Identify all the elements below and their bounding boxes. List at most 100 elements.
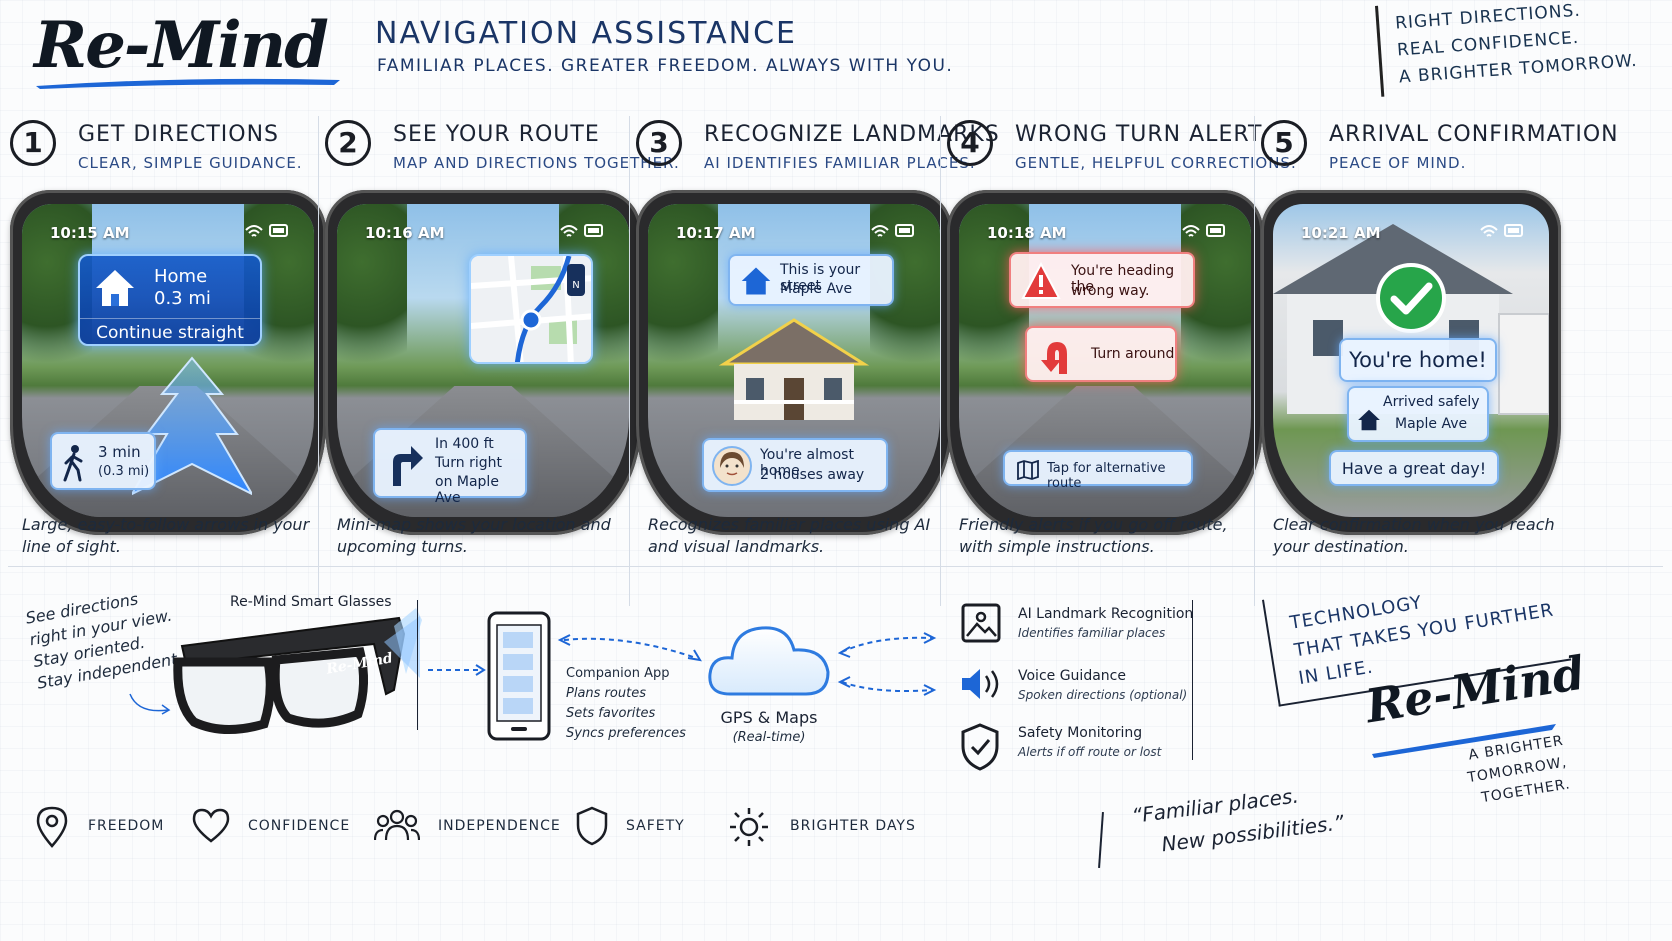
page-title: NAVIGATION ASSISTANCE (375, 16, 797, 51)
companion-title: Companion App (566, 666, 670, 681)
vertical-divider (1192, 600, 1193, 760)
street-line-1: This is your street (780, 262, 861, 294)
logo: Re-Mind (34, 6, 354, 94)
north-badge: N (567, 264, 585, 296)
home-confirmation: You're home! (1339, 338, 1497, 382)
destination-card: Home 0.3 mi Continue straight (78, 254, 262, 346)
step-title: GET DIRECTIONS (78, 122, 280, 147)
alert-line-1: You're heading the (1071, 263, 1175, 295)
glasses-frame: 10:18 AM You're heading the wrong way. T… (947, 190, 1263, 535)
step-panel-4: 4 WRONG TURN ALERT GENTLE, HELPFUL CORRE… (940, 116, 1296, 606)
value-label: SAFETY (626, 818, 685, 834)
step-number: 1 (10, 120, 56, 166)
glasses-frame: 10:16 AM N (325, 190, 641, 535)
step-number: 5 (1261, 120, 1307, 166)
companion-app-info: Companion App Plans routes Sets favorite… (566, 664, 686, 744)
step-number: 3 (636, 120, 682, 166)
companion-item: Sets favorites (566, 706, 656, 721)
vertical-divider (417, 600, 418, 730)
sun-icon (730, 808, 768, 846)
status-icons (245, 224, 288, 237)
step-caption: Recognizes familiar places using AI and … (648, 515, 931, 556)
alternative-route-label: Tap for alternative route (1047, 461, 1166, 491)
almost-home-card: You're almost home 2 houses away (702, 438, 888, 492)
glasses-label: Re-Mind Smart Glasses (230, 594, 392, 610)
turn-distance: In 400 ft (435, 436, 494, 452)
step-subtitle: MAP AND DIRECTIONS TOGETHER. (393, 154, 680, 172)
status-icons (871, 224, 914, 237)
arrived-line-2: Maple Ave (1395, 416, 1468, 432)
step-subtitle: CLEAR, SIMPLE GUIDANCE. (78, 154, 303, 172)
turn-card: In 400 ft Turn right on Maple Ave (373, 428, 527, 506)
step-title: WRONG TURN ALERT (1015, 122, 1263, 147)
glasses-label-text: Re-Mind Smart Glasses (230, 594, 392, 610)
feature-title: Safety Monitoring (1018, 725, 1143, 741)
home-icon (741, 267, 771, 295)
image-icon (961, 603, 1001, 643)
feature-desc: Spoken directions (optional) (1018, 688, 1188, 702)
value-label: BRIGHTER DAYS (790, 818, 916, 834)
u-turn-icon (1041, 342, 1067, 374)
clock-time: 10:21 AM (1301, 224, 1381, 242)
arrived-card: Arrived safely Maple Ave (1347, 386, 1489, 442)
alternative-route-button[interactable]: Tap for alternative route (1003, 450, 1193, 491)
direction-arrow-icon (132, 356, 252, 496)
cloud-icon (708, 626, 830, 696)
location-pin-icon (36, 806, 68, 848)
lens-view: 10:17 AM This is your street Maple Ave (648, 204, 940, 517)
step-subtitle: GENTLE, HELPFUL CORRECTIONS. (1015, 154, 1297, 172)
dashed-arrow (428, 664, 486, 676)
walking-icon (63, 445, 83, 482)
glasses-frame: 10:21 AM You're home! Arrived safely Map… (1261, 190, 1561, 535)
map-icon (1017, 460, 1039, 480)
home-icon (1358, 409, 1380, 431)
shield-check-icon (961, 723, 999, 771)
warning-icon (1021, 262, 1061, 299)
step-number: 2 (325, 120, 371, 166)
eta-time: 3 min (98, 443, 141, 461)
step-panel-5: 5 ARRIVAL CONFIRMATION PEACE OF MIND. 10… (1254, 116, 1618, 606)
beam-glow (384, 616, 420, 678)
logo-text: Re-Mind (34, 8, 329, 83)
home-message: You're home! (1349, 348, 1487, 372)
page-subtitle: FAMILIAR PLACES. GREATER FREEDOM. ALWAYS… (377, 56, 954, 76)
step-subtitle: PEACE OF MIND. (1329, 154, 1467, 172)
almost-line-2: 2 houses away (760, 467, 865, 483)
feature-desc: Alerts if off route or lost (1018, 745, 1162, 759)
glasses-frame: 10:17 AM This is your street Maple Ave (636, 190, 952, 535)
mini-map: N (469, 254, 593, 364)
dashed-arrow-double (557, 634, 702, 662)
glasses-frame: 10:15 AM Home 0.3 mi Continue straight (10, 190, 326, 535)
almost-line-1: You're almost home (760, 447, 854, 479)
quote: “Familiar places. New possibilities.” (1130, 774, 1346, 863)
trees (648, 204, 718, 399)
destination-distance: 0.3 mi (154, 288, 211, 309)
speaker-icon (962, 669, 999, 699)
turn-around-card: Turn around (1025, 326, 1177, 382)
lens-view: 10:21 AM You're home! Arrived safely Map… (1273, 204, 1549, 517)
step-panel-3: 3 RECOGNIZE LANDMARKS AI IDENTIFIES FAMI… (629, 116, 999, 606)
street-line-2: Maple Ave (780, 281, 853, 297)
step-subtitle: AI IDENTIFIES FAMILIAR PLACES. (704, 154, 976, 172)
great-day-message: Have a great day! (1341, 459, 1487, 478)
companion-item: Plans routes (566, 686, 646, 701)
value-label: CONFIDENCE (248, 818, 351, 834)
lens-view: 10:15 AM Home 0.3 mi Continue straight (22, 204, 314, 517)
clock-time: 10:16 AM (365, 224, 445, 242)
status-icons (1480, 224, 1523, 237)
turn-right-icon (393, 446, 423, 486)
lens-view: 10:18 AM You're heading the wrong way. T… (959, 204, 1251, 517)
eta-distance: (0.3 mi) (98, 464, 150, 479)
home-icon (96, 270, 134, 306)
logo-underline (36, 78, 340, 89)
value-label: FREEDOM (88, 818, 165, 834)
shield-icon (576, 806, 608, 846)
section-divider (8, 566, 1663, 567)
value-label: INDEPENDENCE (438, 818, 561, 834)
trees (337, 204, 407, 399)
people-icon (374, 809, 420, 841)
feature-title: AI Landmark Recognition (1018, 606, 1194, 622)
cloud-title: GPS & Maps (720, 708, 818, 727)
great-day-card: Have a great day! (1329, 450, 1499, 486)
status-icons (560, 224, 603, 237)
